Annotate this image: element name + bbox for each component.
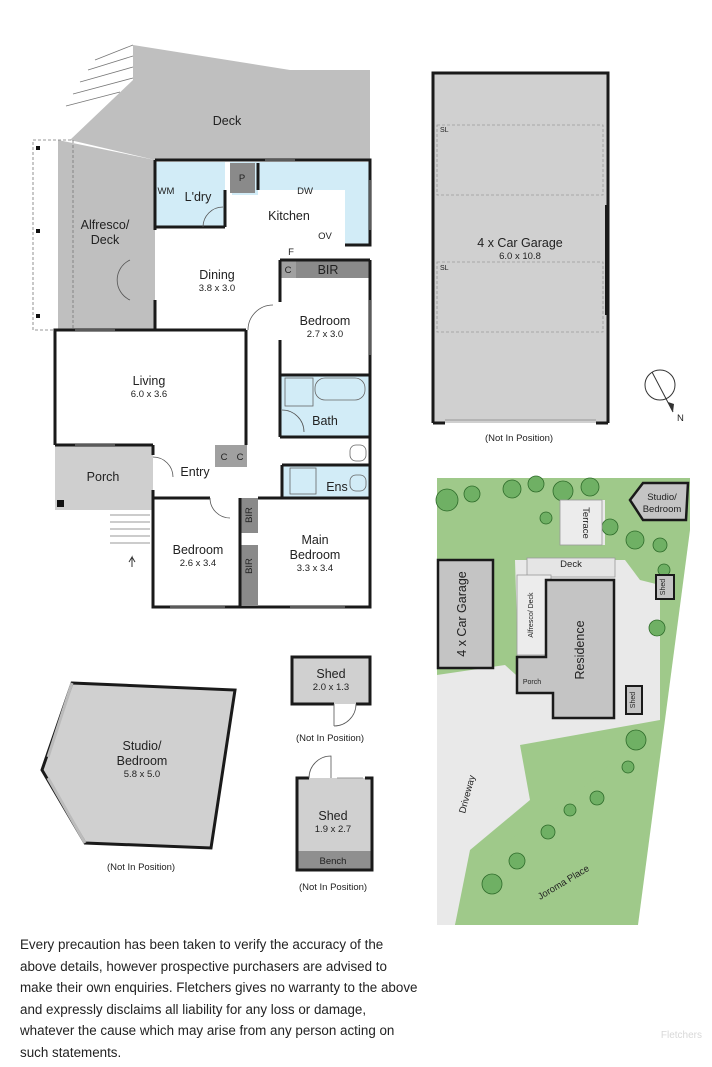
cupboard-label-2: C xyxy=(221,452,228,463)
studio-label-2: Bedroom xyxy=(117,754,168,768)
site-shed-label-2: Shed xyxy=(630,692,637,708)
main-bedroom-dim: 3.3 x 3.4 xyxy=(297,563,333,574)
entry-label: Entry xyxy=(180,465,210,479)
north-label: N xyxy=(677,413,684,424)
house-walls xyxy=(53,158,372,609)
wm-label: WM xyxy=(158,186,175,197)
bedroom2-dim: 2.7 x 3.0 xyxy=(307,329,343,340)
dw-label: DW xyxy=(297,186,313,197)
kitchen-label: Kitchen xyxy=(268,209,310,223)
site-studio-label-1: Studio/ xyxy=(647,492,677,503)
sl-label-1: SL xyxy=(440,127,449,134)
dining-label: Dining xyxy=(199,268,234,282)
shed2-label: Shed xyxy=(318,809,347,823)
site-plan: Terrace Studio/ Bedroom Deck Shed 4 x Ca… xyxy=(435,475,690,925)
site-alfresco-label: Alfresco/ Deck xyxy=(528,592,535,638)
studio-dim: 5.8 x 5.0 xyxy=(124,769,160,780)
pantry xyxy=(230,163,255,193)
fridge-label: F xyxy=(288,247,294,258)
laundry-area xyxy=(155,162,225,227)
ov-label: OV xyxy=(318,231,332,242)
living-label: Living xyxy=(133,374,166,388)
bir-label-3: BIR xyxy=(244,558,255,574)
alfresco-deck-area xyxy=(58,140,155,330)
alfresco-label-1: Alfresco/ xyxy=(81,218,130,232)
site-shed-label-1: Shed xyxy=(660,579,667,595)
bir-label-1: BIR xyxy=(318,263,339,277)
bedroom3-label: Bedroom xyxy=(173,543,224,557)
site-residence-label: Residence xyxy=(573,620,587,679)
pantry-label: P xyxy=(239,173,245,184)
cupboards-entry xyxy=(215,445,247,467)
door-swings xyxy=(116,206,305,519)
garage-label: 4 x Car Garage xyxy=(477,236,563,250)
main-bedroom-label-1: Main xyxy=(301,533,328,547)
entry-steps xyxy=(110,514,150,544)
shed2-dim: 1.9 x 2.7 xyxy=(315,824,351,835)
site-porch-label: Porch xyxy=(523,679,541,686)
porch-label: Porch xyxy=(87,470,120,484)
main-bedroom-label-2: Bedroom xyxy=(290,548,341,562)
sl-label-2: SL xyxy=(440,265,449,272)
windows xyxy=(75,159,371,608)
deck-area xyxy=(70,45,370,160)
site-trees xyxy=(435,475,671,895)
house-plan: Deck Alfresco/ Deck WM L'dry P DW Kitche… xyxy=(32,44,372,609)
cupboard-c-dining xyxy=(280,260,296,278)
site-garage-label: 4 x Car Garage xyxy=(455,571,469,657)
north-arrow-icon: N xyxy=(644,369,684,424)
studio-label-1: Studio/ xyxy=(123,739,162,753)
ens-area xyxy=(282,465,370,498)
bedroom2-label: Bedroom xyxy=(300,314,351,328)
alfresco-label-2: Deck xyxy=(91,233,120,247)
shed1-label: Shed xyxy=(316,667,345,681)
bath-label: Bath xyxy=(312,414,338,428)
bir-main xyxy=(240,498,258,533)
garage-not-in-position: (Not In Position) xyxy=(485,433,553,444)
deck-steps xyxy=(65,44,134,107)
site-deck-label: Deck xyxy=(560,559,582,570)
deck-label: Deck xyxy=(213,114,242,128)
shed-2: Shed 1.9 x 2.7 Bench (Not In Position) xyxy=(295,755,374,893)
bedroom3-dim: 2.6 x 3.4 xyxy=(180,558,216,569)
garage-plan: SL SL 4 x Car Garage 6.0 x 10.8 (Not In … xyxy=(431,71,610,444)
studio-plan: Studio/ Bedroom 5.8 x 5.0 (Not In Positi… xyxy=(40,681,237,873)
dining-dim: 3.8 x 3.0 xyxy=(199,283,235,294)
bir-bedroom3 xyxy=(240,545,258,605)
cupboard-label-1: C xyxy=(285,265,292,276)
shed2-not-in-position: (Not In Position) xyxy=(299,882,367,893)
shed1-dim: 2.0 x 1.3 xyxy=(313,682,349,693)
cupboard-label-3: C xyxy=(237,452,244,463)
bench-label: Bench xyxy=(320,856,347,867)
site-terrace-label: Terrace xyxy=(580,507,591,539)
living-dim: 6.0 x 3.6 xyxy=(131,389,167,400)
porch-floor xyxy=(55,445,153,510)
ens-label: Ens xyxy=(326,480,348,494)
shed1-not-in-position: (Not In Position) xyxy=(296,733,364,744)
laundry-label: L'dry xyxy=(185,190,212,204)
brand-watermark: Fletchers xyxy=(660,1030,702,1041)
garage-dim: 6.0 x 10.8 xyxy=(499,251,541,262)
bir-label-2: BIR xyxy=(244,507,255,523)
site-studio-label-2: Bedroom xyxy=(643,504,682,515)
studio-not-in-position: (Not In Position) xyxy=(107,862,175,873)
bir-bedroom2 xyxy=(280,260,370,278)
shed-1: Shed 2.0 x 1.3 (Not In Position) xyxy=(290,655,372,744)
disclaimer-text: Every precaution has been taken to verif… xyxy=(20,937,418,1060)
kitchen-counter xyxy=(230,162,370,245)
